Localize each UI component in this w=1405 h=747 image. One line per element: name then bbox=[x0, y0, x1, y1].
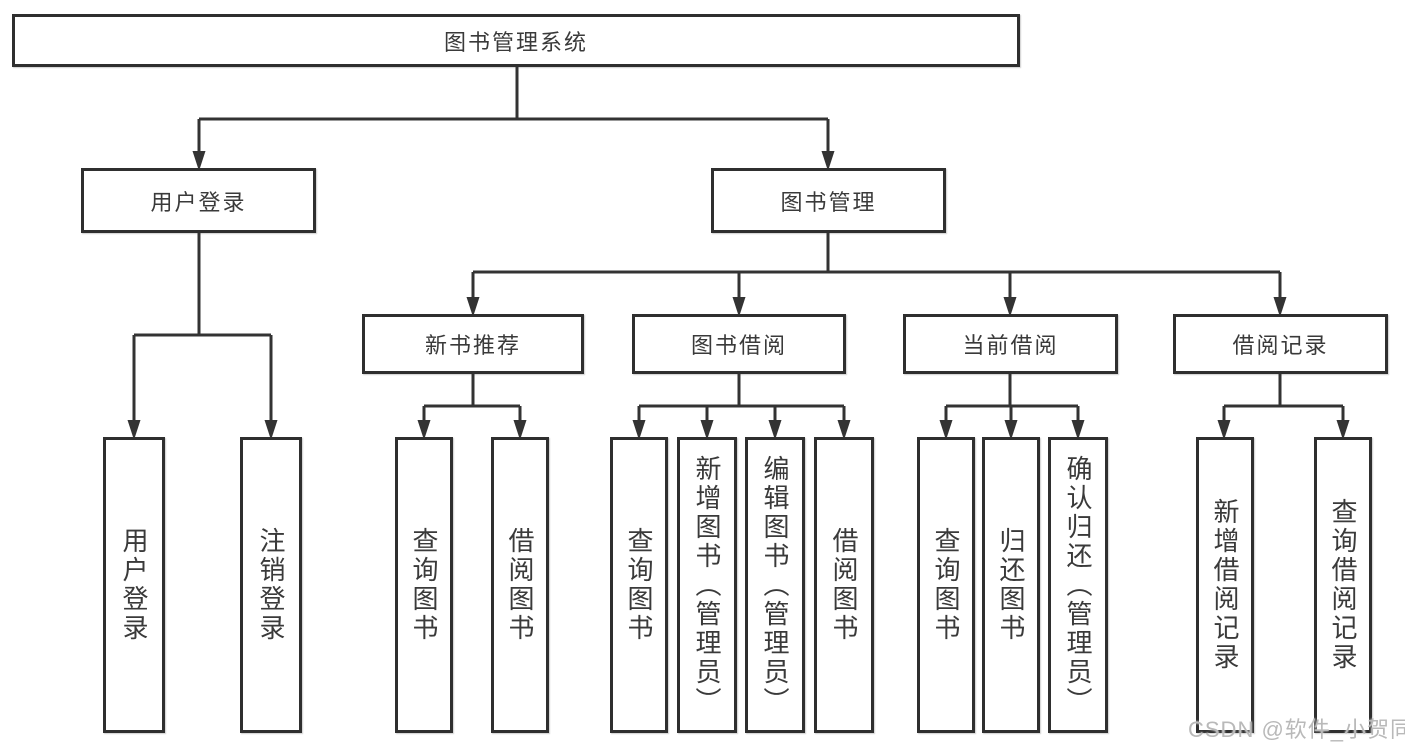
leaf-records-query-record: 查询借阅记录 bbox=[1314, 437, 1372, 733]
connector-current-to-leaves bbox=[939, 374, 1085, 440]
leaf-current-query-books: 查询图书 bbox=[917, 437, 975, 733]
connector-root-to-level2 bbox=[192, 67, 835, 171]
node-book-borrowing: 图书借阅 bbox=[632, 314, 846, 374]
leaf-records-add-record: 新增借阅记录 bbox=[1196, 437, 1254, 733]
node-current-borrowing: 当前借阅 bbox=[903, 314, 1118, 374]
leaf-current-return-books: 归还图书 bbox=[982, 437, 1040, 733]
connector-bookmgmt-to-level3 bbox=[466, 233, 1287, 317]
csdn-watermark: CSDN @软件_小贺同学 bbox=[1188, 717, 1405, 742]
connector-records-to-leaves bbox=[1217, 374, 1350, 440]
leaf-borrowing-borrow-books: 借阅图书 bbox=[814, 437, 874, 733]
leaf-borrowing-query-books: 查询图书 bbox=[610, 437, 668, 733]
leaf-borrowing-edit-books-admin: 编辑图书（管理员） bbox=[745, 437, 805, 733]
leaf-newbook-borrow-books: 借阅图书 bbox=[491, 437, 549, 733]
connector-newbook-to-leaves bbox=[417, 374, 527, 440]
leaf-logout: 注销登录 bbox=[240, 437, 302, 733]
leaf-borrowing-add-books-admin: 新增图书（管理员） bbox=[677, 437, 737, 733]
leaf-user-login: 用户登录 bbox=[103, 437, 165, 733]
node-user-login: 用户登录 bbox=[81, 168, 316, 233]
node-new-book-recommend: 新书推荐 bbox=[362, 314, 584, 374]
connector-borrowing-to-leaves bbox=[632, 374, 851, 440]
leaf-newbook-query-books: 查询图书 bbox=[395, 437, 453, 733]
node-library-management-system: 图书管理系统 bbox=[12, 14, 1020, 67]
node-borrow-records: 借阅记录 bbox=[1173, 314, 1388, 374]
connector-userlogin-to-leaves bbox=[127, 233, 278, 440]
node-book-management: 图书管理 bbox=[711, 168, 946, 233]
leaf-current-confirm-return-admin: 确认归还（管理员） bbox=[1048, 437, 1108, 733]
